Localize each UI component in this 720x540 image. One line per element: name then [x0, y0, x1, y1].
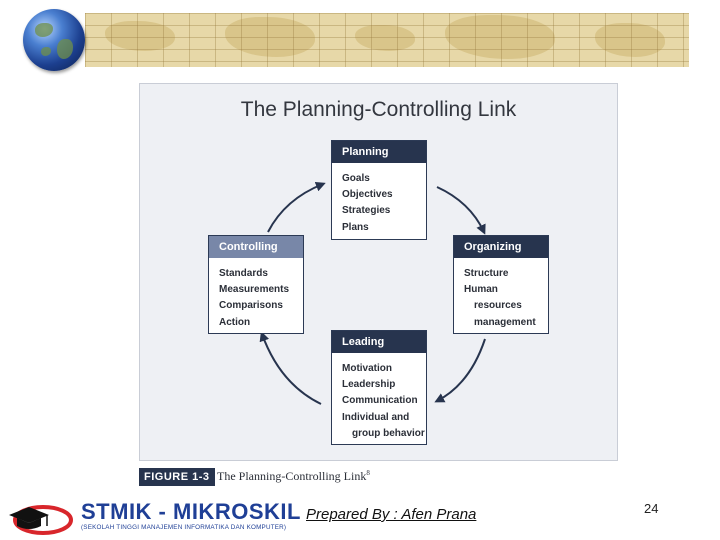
graduation-cap-logo-icon	[9, 505, 73, 535]
planning-box: Planning Goals Objectives Strategies Pla…	[331, 140, 427, 240]
controlling-item: Measurements	[219, 284, 290, 296]
leading-item: Communication	[342, 395, 418, 407]
arrow-organizing-to-leading	[434, 338, 486, 403]
planning-item: Strategies	[342, 205, 391, 217]
organizing-item: Structure	[464, 268, 509, 279]
caption-title: The Planning-Controlling Link	[217, 469, 367, 483]
arrow-leading-to-controlling	[259, 331, 322, 405]
controlling-box: Controlling Standards Measurements Compa…	[208, 235, 304, 334]
organizing-box: Organizing Structure Human resources man…	[453, 235, 549, 334]
controlling-header: Controlling	[209, 236, 303, 258]
leading-item: group behavior	[352, 427, 425, 439]
logo-subtitle: (SEKOLAH TINGGI MANAJEMEN INFORMATIKA DA…	[81, 524, 287, 531]
arrow-controlling-to-planning	[267, 181, 326, 233]
organizing-item: Human	[464, 284, 498, 296]
controlling-item: Comparisons	[219, 300, 283, 312]
organizing-item: resources	[474, 300, 522, 312]
globe-icon	[23, 9, 85, 71]
planning-item: Plans	[342, 221, 369, 233]
controlling-item: Action	[219, 316, 251, 328]
leading-item: Individual and	[342, 411, 410, 423]
planning-header: Planning	[332, 141, 426, 163]
leading-item: Leadership	[342, 379, 396, 391]
organizing-header: Organizing	[454, 236, 548, 258]
world-map-banner	[85, 13, 689, 67]
leading-box: Leading Motivation Leadership Communicat…	[331, 330, 427, 445]
planning-item: Goals	[342, 173, 370, 184]
figure-title: The Planning-Controlling Link	[240, 98, 517, 121]
cycle-arrows	[259, 181, 486, 405]
stmik-logo: STMIK - MIKROSKIL (SEKOLAH TINGGI MANAJE…	[3, 497, 300, 537]
page-number: 24	[644, 501, 659, 516]
leading-header: Leading	[332, 331, 426, 353]
leading-item: Motivation	[342, 363, 392, 374]
arrow-planning-to-organizing	[436, 186, 486, 235]
logo-name: STMIK - MIKROSKIL	[81, 499, 301, 524]
controlling-item: Standards	[219, 268, 268, 279]
organizing-item: management	[474, 316, 536, 328]
figure-number-tag: FIGURE 1-3	[139, 468, 215, 486]
prepared-by-text: Prepared By : Afen Prana	[306, 506, 477, 523]
figure-caption: FIGURE 1-3 The Planning-Controlling Link…	[139, 468, 499, 486]
figure-caption-text: The Planning-Controlling Link8	[217, 469, 370, 484]
caption-footnote: 8	[366, 469, 370, 477]
diagram-figure: The Planning-Controlling Link Planning G…	[139, 83, 618, 461]
planning-item: Objectives	[342, 189, 393, 201]
